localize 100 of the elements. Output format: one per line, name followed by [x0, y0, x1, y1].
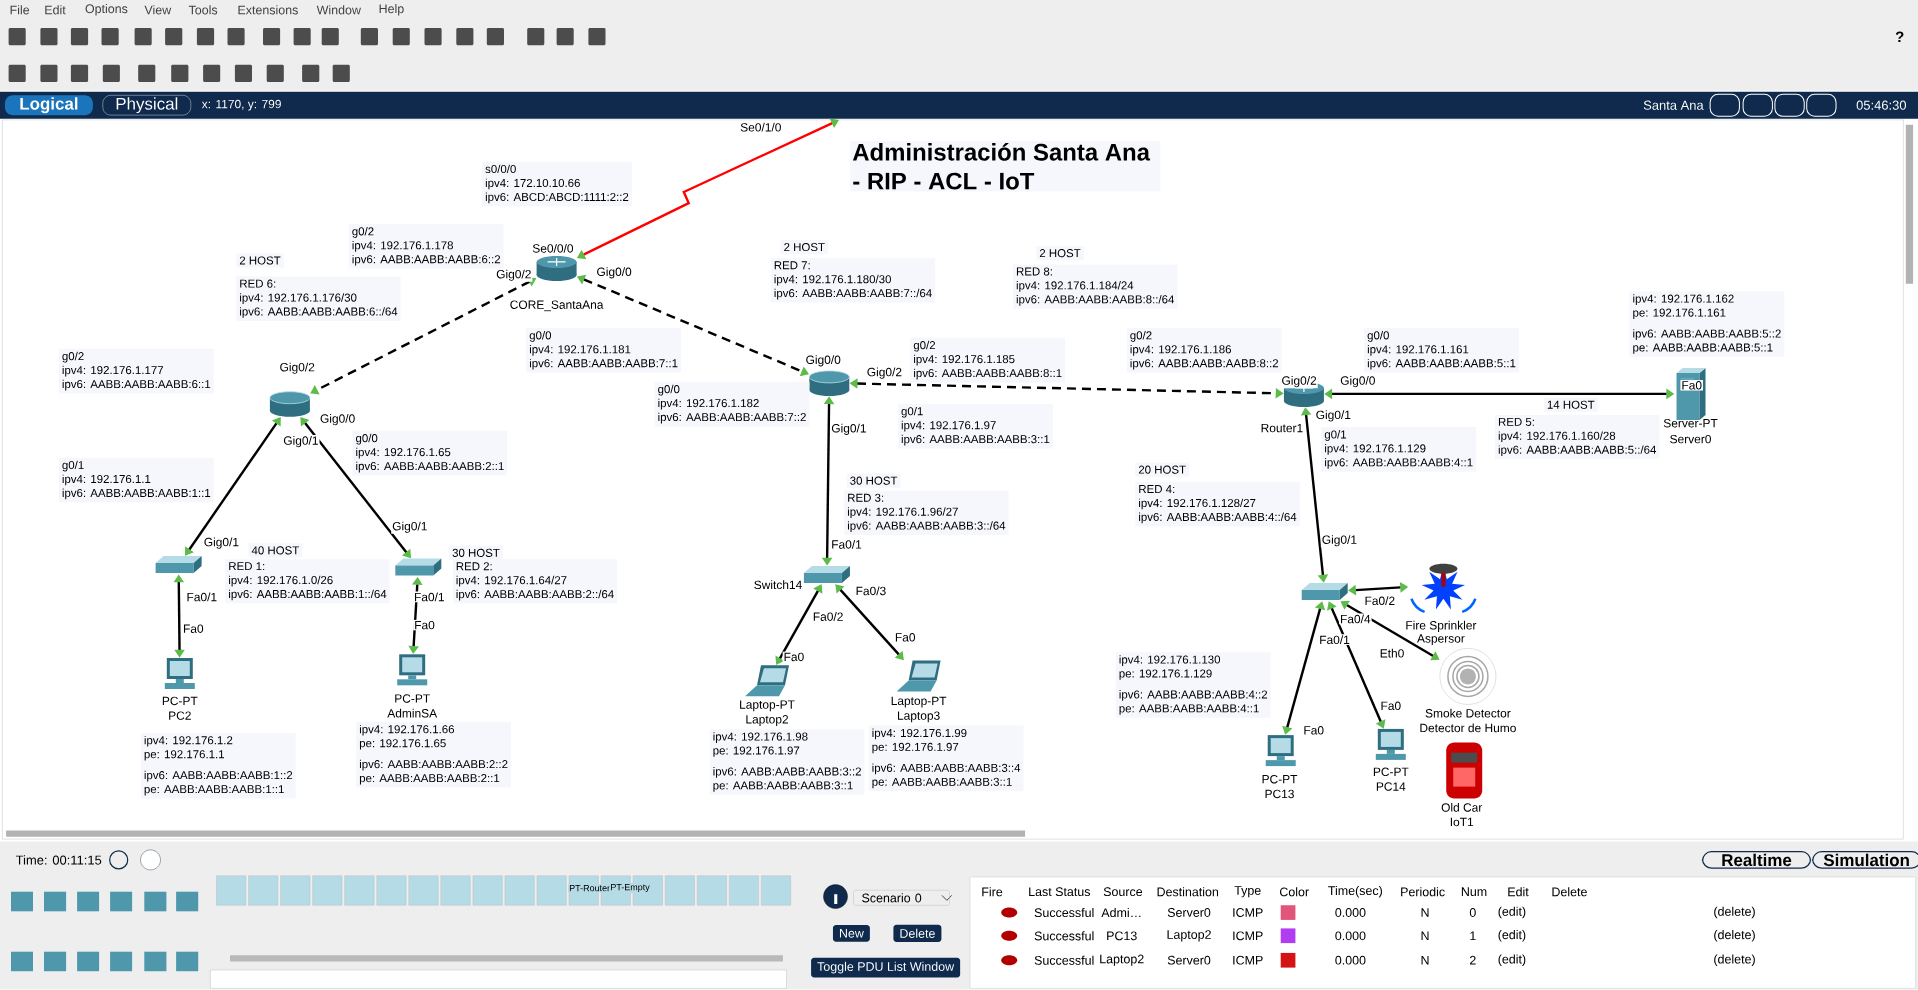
- device-label: Switch14: [754, 580, 802, 590]
- status-text: Time: 00:11:15: [15, 855, 102, 865]
- port-label: Gig0/1: [282, 435, 320, 449]
- port-label: Gig0/0: [595, 266, 633, 280]
- view-tab: Physical: [102, 95, 191, 116]
- device-label: Laptop-PT: [740, 700, 795, 712]
- table-cell: 2: [1470, 955, 1476, 965]
- address-note: g0/0 ipv4: 192.176.1.65 ipv6: AABB:AABB:AABB:2::1: [352, 430, 508, 476]
- port-label: Fa0: [893, 632, 917, 643]
- view-tab: Logical: [4, 95, 93, 116]
- address-note: RED 6: ipv4: 192.176.1.176/30 ipv6: AABB:AABB:AABB:6::/64: [236, 276, 401, 321]
- address-note: ipv4: 192.176.1.162 pe: 192.176.1.161 ipv6: AABB:AABB:AABB:5::2 pe: AABB:AABB:AABB:5::1: [1629, 291, 1785, 357]
- port-label: Fa0/1: [185, 591, 219, 603]
- table-header: Time(sec): [1328, 885, 1382, 898]
- device-label: Aspersor: [1417, 634, 1465, 646]
- address-note: RED 3: ipv4: 192.176.1.96/27 ipv6: AABB:AABB:AABB:3::/64: [844, 490, 1009, 535]
- table-cell: (delete): [1714, 930, 1755, 942]
- address-note: g0/1 ipv4: 192.176.1.129 ipv6: AABB:AABB:AABB:4::1: [1321, 427, 1477, 472]
- table-cell: Server0: [1167, 955, 1211, 965]
- table-cell: (edit): [1498, 954, 1526, 966]
- port-label: Se0/1/0: [739, 121, 783, 133]
- table-cell: 0: [1469, 908, 1476, 917]
- address-note: ipv4: 192.176.1.2 pe: 192.176.1.1 ipv6: AABB:AABB:AABB:1::2 pe: AABB:AABB:AABB:1::1: [140, 732, 296, 799]
- device-label: CORE_SantaAna: [510, 300, 604, 312]
- port-label: Fa0/1: [830, 538, 863, 550]
- switch-icon: [1301, 583, 1348, 600]
- table-cell: 0.000: [1335, 908, 1366, 917]
- device-label: Laptop-PT: [891, 696, 947, 708]
- router-icon: [269, 391, 311, 417]
- port-label: Gig0/1: [1314, 409, 1352, 423]
- port-label: Fa0: [1302, 725, 1325, 736]
- device-model-label: PT-Router: [568, 884, 612, 893]
- device-label: Smoke Detector: [1425, 708, 1511, 718]
- table-cell: ICMP: [1233, 908, 1263, 917]
- menu-item: Window: [316, 5, 361, 15]
- device-label: PC-PT: [162, 696, 198, 706]
- address-note: g0/0 ipv4: 192.176.1.181 ipv6: AABB:AABB:AABB:7::1: [526, 328, 681, 373]
- port-label: Fa0: [782, 651, 806, 663]
- device-label: Old Car: [1441, 802, 1483, 812]
- status-text: 05:46:30: [1856, 100, 1906, 110]
- table-cell: 0.000: [1335, 955, 1366, 965]
- table-cell: Laptop2: [1167, 930, 1211, 942]
- device-model-label: PT-Empty: [609, 883, 651, 894]
- status-text: Santa Ana: [1643, 100, 1704, 110]
- address-note: RED 5: ipv4: 192.176.1.160/28 ipv6: AABB:AABB:AABB:5::/64: [1495, 414, 1660, 460]
- port-label: Gig0/0: [1339, 375, 1377, 389]
- table-header: Type: [1234, 886, 1261, 898]
- address-note: RED 4: ipv4: 192.176.1.128/27 ipv6: AABB:AABB:AABB:4::/64: [1135, 482, 1300, 527]
- port-label: Gig0/0: [319, 413, 357, 427]
- link-line: [185, 417, 281, 556]
- table-header: Periodic: [1401, 887, 1445, 897]
- address-note: g0/0 ipv4: 192.176.1.161 ipv6: AABB:AABB:AABB:5::1: [1364, 328, 1519, 373]
- device-label: PC-PT: [1262, 775, 1298, 784]
- port-label: Fa0/2: [811, 611, 845, 622]
- table-cell: (delete): [1714, 906, 1755, 919]
- table-cell: N: [1421, 931, 1429, 941]
- menu-item: Extensions: [238, 5, 298, 15]
- address-note: g0/1 ipv4: 192.176.1.1 ipv6: AABB:AABB:AABB:1::1: [58, 457, 214, 503]
- address-note: g0/0 ipv4: 192.176.1.182 ipv6: AABB:AABB:AABB:7::2: [654, 381, 810, 427]
- address-note: ipv4: 192.176.1.98 pe: 192.176.1.97 ipv6: AABB:AABB:AABB:3::2 pe: AABB:AABB:AABB:3::1: [709, 729, 865, 795]
- menu-item: View: [144, 5, 172, 15]
- device-label: PC14: [1376, 782, 1406, 791]
- menu-item: File: [10, 5, 30, 15]
- port-label: Fa0: [1379, 700, 1403, 712]
- address-note: g0/2 ipv4: 192.176.1.177 ipv6: AABB:AABB:AABB:6::1: [58, 348, 214, 394]
- menu-item: Options: [85, 4, 128, 16]
- device-label: PC2: [169, 711, 191, 720]
- port-label: Fa0: [182, 623, 205, 634]
- table-cell: ICMP: [1233, 931, 1263, 941]
- address-note: ipv4: 192.176.1.99 pe: 192.176.1.97 ipv6: AABB:AABB:AABB:3::4 pe: AABB:AABB:AABB:3::1: [868, 725, 1024, 792]
- table-header: Num: [1461, 887, 1487, 897]
- device-label: PC-PT: [1373, 767, 1409, 777]
- device-label: PC13: [1265, 789, 1294, 799]
- diagram-title: Administración Santa Ana - RIP - ACL - IoT: [850, 140, 1161, 192]
- address-note: g0/1 ipv4: 192.176.1.97 ipv6: AABB:AABB:AABB:3::1: [898, 403, 1053, 449]
- menu-item: Tools: [188, 5, 218, 15]
- help-menu-item: ?: [1895, 31, 1904, 42]
- table-cell: (delete): [1714, 954, 1755, 966]
- menu-item: Edit: [45, 5, 66, 15]
- device-label: Laptop3: [898, 711, 940, 723]
- switch-icon: [395, 558, 442, 576]
- port-label: Se0/0/0: [531, 242, 575, 254]
- table-cell: Server0: [1167, 908, 1211, 917]
- table-cell: N: [1421, 955, 1429, 965]
- table-cell: Successful: [1034, 955, 1094, 965]
- table-cell: PC13: [1107, 931, 1137, 941]
- table-cell: Successful: [1034, 907, 1094, 918]
- host-count-note: 2 HOST: [780, 240, 828, 255]
- table-cell: N: [1421, 908, 1429, 917]
- address-note: ipv4: 192.176.1.66 pe: 192.176.1.65 ipv6: AABB:AABB:AABB:2::2 pe: AABB:AABB:AABB:2::1: [356, 721, 511, 788]
- device-label: Server-PT: [1663, 419, 1718, 428]
- table-cell: Laptop2: [1100, 954, 1144, 966]
- table-header: Last Status: [1029, 887, 1090, 897]
- mode-tab: Simulation: [1812, 851, 1918, 869]
- device-label: IoT1: [1450, 817, 1474, 827]
- device-label: PC-PT: [395, 694, 430, 703]
- address-note: g0/2 ipv4: 192.176.1.185 ipv6: AABB:AABB:AABB:8::1: [910, 337, 1066, 383]
- port-label: Fa0/4: [1339, 613, 1372, 625]
- table-cell: Admi…: [1101, 907, 1141, 918]
- table-header: Destination: [1157, 887, 1219, 897]
